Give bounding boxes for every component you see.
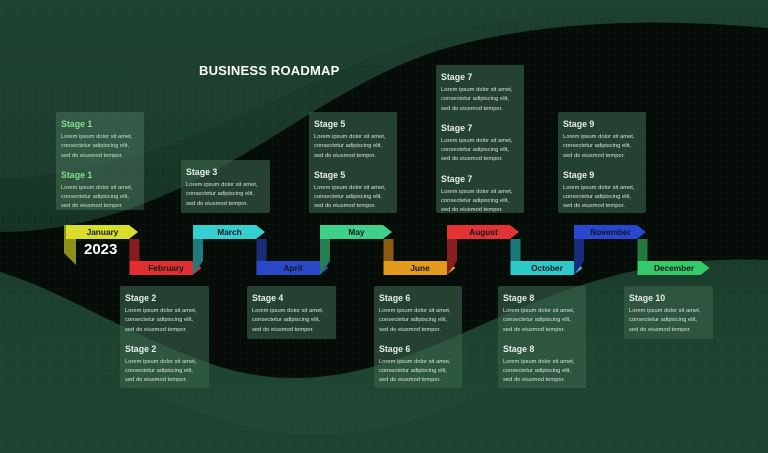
stage-description: Lorem ipsum dolor sit amet, consectetur …	[629, 308, 701, 333]
stage-card: Stage 5 Lorem ipsum dolor sit amet, conse…	[309, 112, 397, 213]
stage-card: Stage 10 Lorem ipsum dolor sit amet, cons…	[624, 286, 713, 339]
stage-title: Stage 5	[314, 119, 346, 129]
stage-title: Stage 9	[563, 119, 595, 129]
stage-description: Lorem ipsum dolor sit amet, consectetur …	[441, 87, 513, 112]
stage-title: Stage 7	[441, 173, 473, 184]
stage-description: Lorem ipsum dolor sit amet, consectetur …	[503, 308, 575, 333]
stage-title: Stage 5	[314, 169, 346, 180]
stage-title: Stage 2	[125, 343, 157, 354]
stage-description: Lorem ipsum dolor sit amet, consectetur …	[563, 184, 635, 210]
month-label-august: August	[469, 227, 498, 237]
month-arrow-may	[320, 225, 392, 239]
stage-entry: Stage 2 Lorem ipsum dolor sit amet, conse…	[125, 344, 203, 386]
stage-description: Lorem ipsum dolor sit amet, consectetur …	[61, 134, 133, 159]
stage-entry: Stage 1 Lorem ipsum dolor sit amet, conse…	[61, 119, 138, 161]
stage-title: Stage 8	[503, 343, 535, 354]
year-label: 2023	[84, 241, 118, 258]
stage-description: Lorem ipsum dolor sit amet, consectetur …	[125, 358, 197, 384]
stage-entry: Stage 1 Lorem ipsum dolor sit amet, conse…	[61, 170, 138, 212]
stage-title: Stage 6	[379, 293, 411, 303]
stage-entry: Stage 6 Lorem ipsum dolor sit amet, conse…	[379, 344, 456, 386]
stage-entry: Stage 3 Lorem ipsum dolor sit amet, conse…	[186, 167, 264, 209]
month-arrow-november	[574, 225, 646, 239]
month-arrow-april	[256, 261, 329, 275]
stage-description: Lorem ipsum dolor sit amet, consectetur …	[563, 134, 635, 159]
month-label-june: June	[410, 263, 430, 273]
stage-title: Stage 7	[441, 122, 473, 133]
stage-entry: Stage 5 Lorem ipsum dolor sit amet, conse…	[314, 119, 391, 161]
stage-card: Stage 6 Lorem ipsum dolor sit amet, conse…	[374, 286, 462, 388]
month-label-may: May	[348, 227, 365, 237]
stage-title: Stage 6	[379, 343, 411, 354]
page-title: BUSINESS ROADMAP	[199, 63, 340, 78]
stage-title: Stage 1	[61, 169, 93, 180]
stage-card: Stage 8 Lorem ipsum dolor sit amet, conse…	[498, 286, 586, 388]
ribbon-fold	[447, 239, 457, 275]
stage-description: Lorem ipsum dolor sit amet, consectetur …	[61, 184, 133, 210]
stage-entry: Stage 5 Lorem ipsum dolor sit amet, conse…	[314, 170, 391, 212]
stage-card: Stage 7 Lorem ipsum dolor sit amet, conse…	[436, 65, 524, 213]
month-arrow-december	[637, 261, 710, 275]
ribbon-fold	[320, 239, 330, 275]
stage-title: Stage 1	[61, 119, 93, 129]
stage-description: Lorem ipsum dolor sit amet, consectetur …	[379, 358, 451, 384]
stage-entry: Stage 10 Lorem ipsum dolor sit amet, cons…	[629, 293, 707, 335]
stage-description: Lorem ipsum dolor sit amet, consectetur …	[441, 188, 513, 214]
stage-entry: Stage 7 Lorem ipsum dolor sit amet, conse…	[441, 174, 518, 216]
stage-description: Lorem ipsum dolor sit amet, consectetur …	[314, 134, 386, 159]
month-label-april: April	[283, 263, 303, 273]
stage-entry: Stage 4 Lorem ipsum dolor sit amet, conse…	[252, 293, 330, 335]
stage-card: Stage 2 Lorem ipsum dolor sit amet, conse…	[120, 286, 209, 388]
stage-entry: Stage 8 Lorem ipsum dolor sit amet, conse…	[503, 293, 580, 335]
stage-card: Stage 4 Lorem ipsum dolor sit amet, conse…	[247, 286, 336, 339]
month-arrow-august	[447, 225, 519, 239]
stage-card: Stage 3 Lorem ipsum dolor sit amet, conse…	[181, 160, 270, 213]
month-arrow-february	[129, 261, 202, 275]
stage-description: Lorem ipsum dolor sit amet, consectetur …	[503, 358, 575, 384]
month-arrow-october	[510, 261, 583, 275]
month-label-march: March	[217, 227, 242, 237]
stage-entry: Stage 7 Lorem ipsum dolor sit amet, conse…	[441, 123, 518, 165]
month-arrow-january	[66, 225, 138, 239]
stage-entry: Stage 2 Lorem ipsum dolor sit amet, conse…	[125, 293, 203, 335]
month-label-november: November	[590, 227, 631, 237]
month-arrow-june	[383, 261, 456, 275]
stage-entry: Stage 8 Lorem ipsum dolor sit amet, conse…	[503, 344, 580, 386]
stage-description: Lorem ipsum dolor sit amet, consectetur …	[186, 182, 258, 207]
stage-description: Lorem ipsum dolor sit amet, consectetur …	[379, 308, 451, 333]
ribbon-fold	[574, 239, 584, 275]
stage-entry: Stage 6 Lorem ipsum dolor sit amet, conse…	[379, 293, 456, 335]
month-label-january: January	[86, 227, 119, 237]
stage-title: Stage 9	[563, 169, 595, 180]
stage-title: Stage 8	[503, 293, 535, 303]
stage-card: Stage 1 Lorem ipsum dolor sit amet, conse…	[56, 112, 144, 210]
stage-entry: Stage 9 Lorem ipsum dolor sit amet, conse…	[563, 119, 640, 161]
stage-title: Stage 2	[125, 293, 157, 303]
month-label-october: October	[531, 263, 563, 273]
stage-description: Lorem ipsum dolor sit amet, consectetur …	[125, 308, 197, 333]
stage-title: Stage 10	[629, 293, 666, 303]
month-label-december: December	[653, 263, 695, 273]
month-arrow-march	[193, 225, 265, 239]
stage-entry: Stage 7 Lorem ipsum dolor sit amet, conse…	[441, 72, 518, 114]
stage-title: Stage 4	[252, 293, 284, 303]
stage-title: Stage 3	[186, 167, 218, 177]
stage-entry: Stage 9 Lorem ipsum dolor sit amet, conse…	[563, 170, 640, 212]
stage-card: Stage 9 Lorem ipsum dolor sit amet, conse…	[558, 112, 646, 213]
stage-description: Lorem ipsum dolor sit amet, consectetur …	[252, 308, 324, 333]
stage-description: Lorem ipsum dolor sit amet, consectetur …	[441, 137, 513, 163]
stage-description: Lorem ipsum dolor sit amet, consectetur …	[314, 184, 386, 210]
ribbon-fold	[193, 239, 203, 275]
month-label-february: February	[148, 263, 184, 273]
stage-title: Stage 7	[441, 72, 473, 82]
